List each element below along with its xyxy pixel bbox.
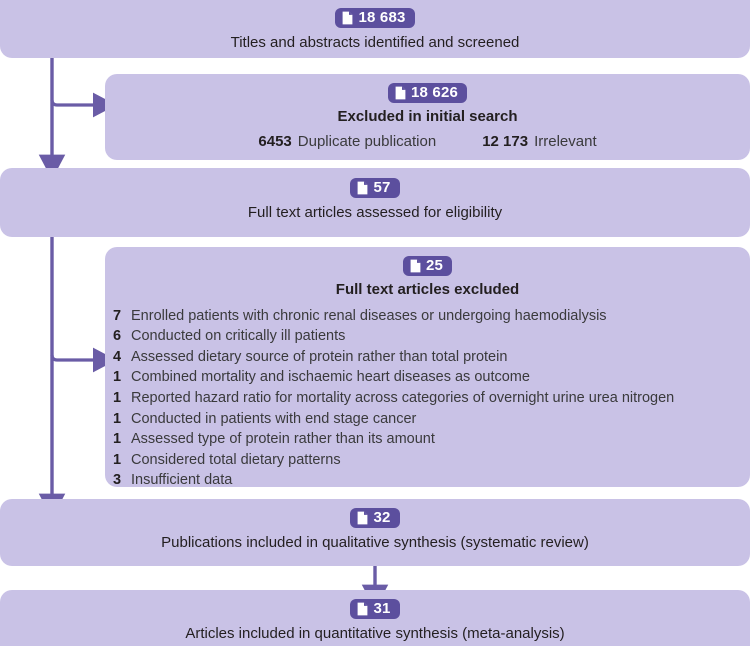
count-value: 57 xyxy=(373,179,391,196)
list-item: 3 Insufficient data xyxy=(113,470,750,491)
reason-label: Combined mortality and ischaemic heart d… xyxy=(131,369,530,386)
count-badge-screened: 18 683 xyxy=(335,8,415,28)
document-icon xyxy=(342,11,353,25)
reason-count: 1 xyxy=(113,410,122,427)
count-badge-eligibility: 57 xyxy=(350,178,400,198)
node-caption: Publications included in qualitative syn… xyxy=(161,534,589,551)
node-title: Full text articles excluded xyxy=(335,281,520,298)
count-badge-excluded-initial: 18 626 xyxy=(387,83,468,103)
reason-label: Irrelevant xyxy=(534,132,597,150)
reason-label: Duplicate publication xyxy=(297,132,437,150)
node-qualitative-synthesis: 32 Publications included in qualitative … xyxy=(0,499,750,566)
list-item: 1 Conducted in patients with end stage ca… xyxy=(113,409,750,430)
excluded-fulltext-reason-list: 7 Enrolled patients with chronic renal di… xyxy=(105,306,750,491)
count-value: 18 626 xyxy=(410,84,459,101)
reason-label: Enrolled patients with chronic renal dis… xyxy=(131,307,607,324)
node-caption: Articles included in quantitative synthe… xyxy=(185,625,565,642)
list-item: 1 Considered total dietary patterns xyxy=(113,450,750,471)
node-quantitative-synthesis: 31 Articles included in quantitative syn… xyxy=(0,590,750,646)
count-badge-quantitative: 31 xyxy=(350,599,400,619)
reason-count: 1 xyxy=(113,431,122,448)
connector-screened-to-eligibility xyxy=(38,58,117,180)
list-item: 1 Combined mortality and ischaemic heart … xyxy=(113,367,750,388)
node-titles-screened: 18 683 Titles and abstracts identified a… xyxy=(0,0,750,58)
reason-count: 12 173 xyxy=(482,132,529,150)
connector-eligibility-to-qualitative xyxy=(38,237,117,519)
reason-item: 6453 Duplicate publication xyxy=(258,133,436,150)
reason-count: 1 xyxy=(113,451,122,468)
count-value: 31 xyxy=(373,600,391,617)
list-item: 7 Enrolled patients with chronic renal di… xyxy=(113,306,750,327)
count-value: 25 xyxy=(425,257,444,274)
excluded-initial-reasons: 6453 Duplicate publication 12 173 Irreleva… xyxy=(105,133,750,150)
node-title: Excluded in initial search xyxy=(337,108,518,125)
connector-branch-excluded-initial xyxy=(50,92,117,118)
document-icon xyxy=(357,181,368,195)
document-icon xyxy=(410,259,421,273)
reason-count: 1 xyxy=(113,390,122,407)
document-icon xyxy=(395,86,406,100)
badge-row: 57 xyxy=(0,178,750,198)
document-icon xyxy=(357,602,368,616)
reason-count: 3 xyxy=(113,472,122,489)
badge-row: 32 xyxy=(0,508,750,528)
count-value: 32 xyxy=(373,509,391,526)
reason-label: Assessed type of protein rather than its… xyxy=(131,431,435,448)
reason-count: 1 xyxy=(113,369,122,386)
count-value: 18 683 xyxy=(358,9,406,26)
reason-label: Conducted in patients with end stage can… xyxy=(131,410,417,427)
reason-item: 12 173 Irrelevant xyxy=(482,133,596,150)
node-fulltext-assessed: 57 Full text articles assessed for eligi… xyxy=(0,168,750,237)
reason-label: Considered total dietary patterns xyxy=(131,451,341,468)
reason-count: 6453 xyxy=(258,132,292,150)
reason-label: Assessed dietary source of protein rathe… xyxy=(131,348,508,365)
node-caption: Full text articles assessed for eligibil… xyxy=(247,204,503,221)
node-caption: Titles and abstracts identified and scre… xyxy=(230,34,520,51)
list-item: 1 Assessed type of protein rather than it… xyxy=(113,429,750,450)
reason-label: Reported hazard ratio for mortality acro… xyxy=(131,390,675,407)
connector-branch-excluded-fulltext xyxy=(50,347,117,373)
count-badge-excluded-fulltext: 25 xyxy=(402,256,453,276)
badge-row: 18 626 xyxy=(105,83,750,103)
document-icon xyxy=(357,511,368,525)
badge-row: 25 xyxy=(105,256,750,276)
reason-count: 7 xyxy=(113,307,122,324)
reason-count: 4 xyxy=(113,348,122,365)
badge-row: 31 xyxy=(0,599,750,619)
reason-label: Conducted on critically ill patients xyxy=(131,328,346,345)
node-fulltext-excluded: 25 Full text articles excluded 7 Enrolled… xyxy=(105,247,750,488)
list-item: 1 Reported hazard ratio for mortality acr… xyxy=(113,388,750,409)
list-item: 6 Conducted on critically ill patients xyxy=(113,326,750,347)
badge-row: 18 683 xyxy=(0,8,750,28)
reason-label: Insufficient data xyxy=(131,472,233,489)
count-badge-qualitative: 32 xyxy=(350,508,400,528)
reason-count: 6 xyxy=(113,328,122,345)
list-item: 4 Assessed dietary source of protein rath… xyxy=(113,347,750,368)
node-excluded-initial-search: 18 626 Excluded in initial search 6453 Du… xyxy=(105,74,750,160)
